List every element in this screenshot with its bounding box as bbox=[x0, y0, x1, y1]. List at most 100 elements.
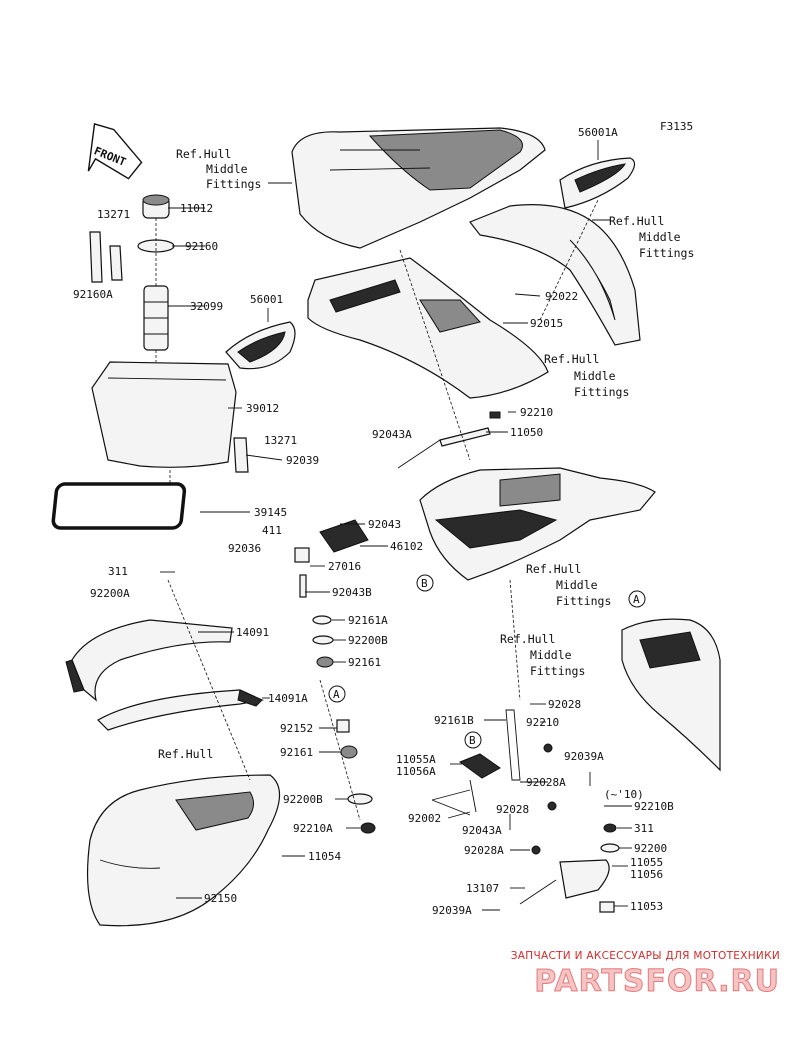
svg-text:Fittings: Fittings bbox=[639, 246, 694, 260]
ref-hull-middle-lower: Ref.Hull Middle Fittings bbox=[526, 562, 611, 608]
part-label: 92043B bbox=[332, 586, 372, 599]
watermark-logo: PARTSFOR.RU bbox=[534, 964, 780, 1000]
middle-deck-part bbox=[307, 257, 549, 399]
cap-56001-part bbox=[225, 321, 296, 370]
lower-hull-part bbox=[86, 774, 281, 927]
svg-text:Ref.Hull: Ref.Hull bbox=[526, 562, 581, 576]
part-label: 311 bbox=[108, 565, 128, 578]
part-label: 92161 bbox=[280, 746, 313, 759]
ref-hull-middle-center: Ref.Hull Middle Fittings bbox=[544, 352, 629, 399]
gasket-39145-part bbox=[51, 482, 187, 530]
part-label: 311 bbox=[634, 822, 654, 835]
watermark-tagline: ЗАПЧАСТИ И АКСЕССУАРЫ ДЛЯ МОТОТЕХНИКИ bbox=[510, 950, 780, 962]
part-label: 14091 bbox=[236, 626, 269, 639]
svg-text:Ref.Hull: Ref.Hull bbox=[500, 632, 555, 646]
part-label: 92028 bbox=[548, 698, 581, 711]
callout-b-bottom: B bbox=[464, 731, 482, 749]
part-label: 13107 bbox=[466, 882, 499, 895]
spring-assembly-part bbox=[458, 709, 620, 913]
part-label: 11055 bbox=[630, 856, 663, 869]
part-label: 92200B bbox=[348, 634, 388, 647]
part-label: 411 bbox=[262, 524, 282, 537]
part-label: 92160 bbox=[185, 240, 218, 253]
callout-a-center: A bbox=[328, 685, 346, 703]
part-label: 11012 bbox=[180, 202, 213, 215]
part-label: 13271 bbox=[264, 434, 297, 447]
svg-text:Ref.Hull: Ref.Hull bbox=[544, 352, 599, 366]
part-label: 56001 bbox=[250, 293, 283, 306]
svg-text:Fittings: Fittings bbox=[556, 594, 611, 608]
right-side-panel-part bbox=[469, 204, 641, 346]
part-label: 92028A bbox=[464, 844, 504, 857]
rear-deck-tray-part bbox=[419, 467, 656, 581]
part-label: 92210A bbox=[293, 822, 333, 835]
ref-hull-middle-top-left: Ref.Hull Middle Fittings bbox=[176, 147, 261, 191]
svg-text:A: A bbox=[633, 593, 640, 606]
part-label: 11054 bbox=[308, 850, 341, 863]
part-label: 92043A bbox=[462, 824, 502, 837]
part-label: 92015 bbox=[530, 317, 563, 330]
part-number-labels: 56001A 11012 13271 92160 92160A 32099 56… bbox=[73, 126, 674, 917]
bracket-13271-part bbox=[89, 231, 123, 283]
part-label: 92039A bbox=[564, 750, 604, 763]
part-label: 39012 bbox=[246, 402, 279, 415]
part-label: 11053 bbox=[630, 900, 663, 913]
callout-b-top: B bbox=[416, 574, 434, 592]
callout-a-right: A bbox=[628, 590, 646, 608]
svg-text:B: B bbox=[469, 734, 476, 747]
part-label: 92043A bbox=[372, 428, 412, 441]
part-label: 46102 bbox=[390, 540, 423, 553]
part-label: 92161 bbox=[348, 656, 381, 669]
part-label: 92210B bbox=[634, 800, 674, 813]
tube-32099-part bbox=[143, 285, 169, 351]
part-label: 13271 bbox=[97, 208, 130, 221]
ref-hull-label: Ref.Hull bbox=[158, 747, 213, 761]
storage-bin-part bbox=[91, 361, 237, 468]
svg-text:B: B bbox=[421, 577, 428, 590]
svg-text:Fittings: Fittings bbox=[206, 177, 261, 191]
part-label: 92150 bbox=[204, 892, 237, 905]
part-label: 92022 bbox=[545, 290, 578, 303]
part-label: 11055A bbox=[396, 753, 436, 766]
note-range-label: (~'10) bbox=[604, 788, 644, 801]
part-label: 92028 bbox=[496, 803, 529, 816]
part-label: 92160A bbox=[73, 288, 113, 301]
bracket-13271b-part bbox=[233, 437, 283, 473]
svg-text:Fittings: Fittings bbox=[530, 664, 585, 678]
svg-text:Ref.Hull: Ref.Hull bbox=[609, 214, 664, 228]
svg-text:A: A bbox=[333, 688, 340, 701]
figure-code: F3135 bbox=[660, 120, 693, 133]
part-label: 92161B bbox=[434, 714, 474, 727]
part-label: 92210 bbox=[520, 406, 553, 419]
svg-text:Fittings: Fittings bbox=[574, 385, 629, 399]
bracket-11050-part bbox=[397, 411, 501, 469]
storage-cap-part bbox=[142, 194, 170, 219]
part-label: 92161A bbox=[348, 614, 388, 627]
part-label: 92002 bbox=[408, 812, 441, 825]
part-label: 92043 bbox=[368, 518, 401, 531]
part-label: 11050 bbox=[510, 426, 543, 439]
part-label: 56001A bbox=[578, 126, 618, 139]
cap-56001A-part bbox=[559, 157, 636, 209]
part-label: 92200B bbox=[283, 793, 323, 806]
fastener-stack bbox=[294, 519, 376, 834]
leader-lines bbox=[155, 140, 632, 911]
part-label: 92200 bbox=[634, 842, 667, 855]
svg-text:Middle: Middle bbox=[206, 162, 248, 176]
svg-text:Middle: Middle bbox=[530, 648, 572, 662]
seat-cover-part bbox=[291, 127, 546, 249]
part-label: 27016 bbox=[328, 560, 361, 573]
right-hull-corner-part bbox=[621, 618, 721, 772]
part-label: 11056A bbox=[396, 765, 436, 778]
ref-hull-middle-right: Ref.Hull Middle Fittings bbox=[500, 632, 585, 678]
watermark-footer: ЗАПЧАСТИ И АКСЕССУАРЫ ДЛЯ МОТОТЕХНИКИ PA… bbox=[510, 950, 780, 1000]
part-label: 92039 bbox=[286, 454, 319, 467]
part-label: 92210 bbox=[526, 716, 559, 729]
part-label: 39145 bbox=[254, 506, 287, 519]
part-label: 92039A bbox=[432, 904, 472, 917]
svg-text:Middle: Middle bbox=[556, 578, 598, 592]
trim-14091A-part bbox=[97, 689, 264, 731]
part-label: 11056 bbox=[630, 868, 663, 881]
part-label: 92036 bbox=[228, 542, 261, 555]
